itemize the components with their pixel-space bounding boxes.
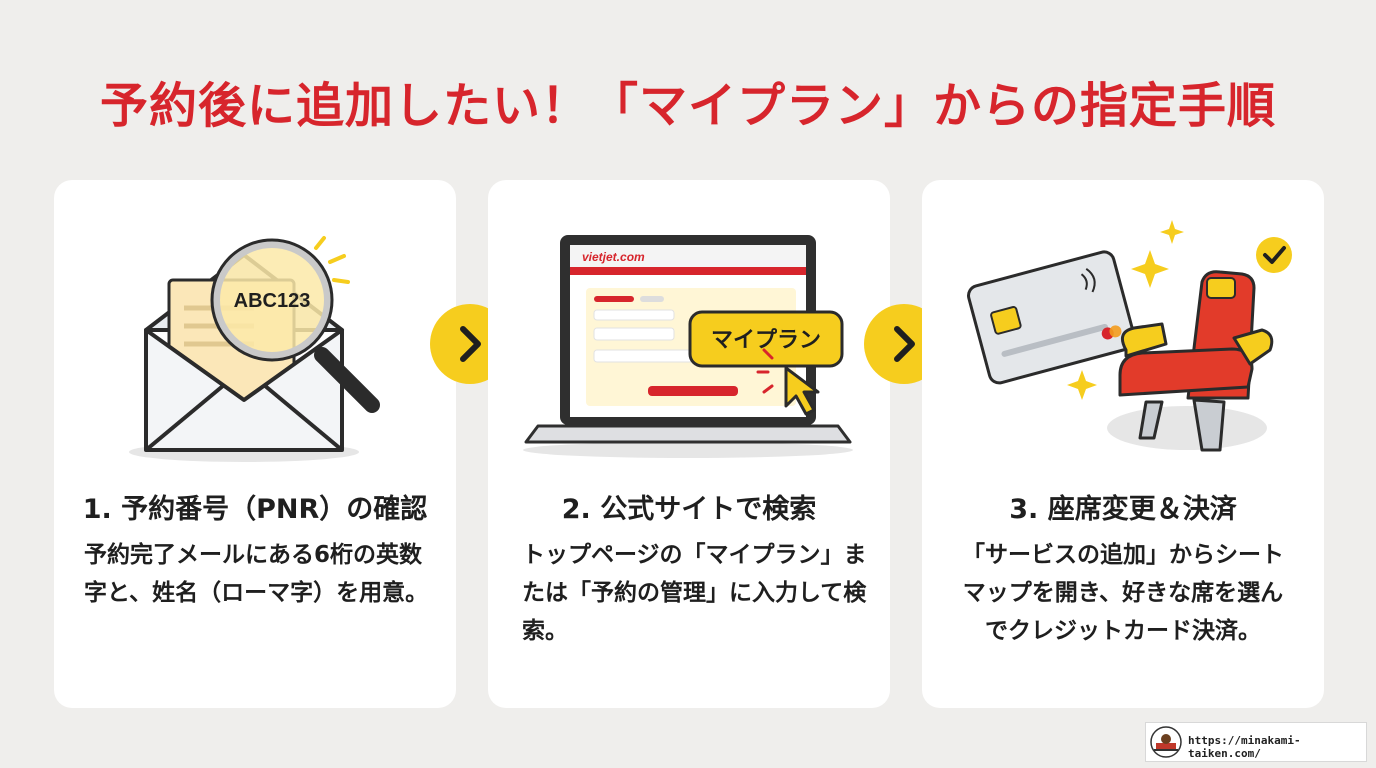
step-title: 1. 予約番号（PNR）の確認 [82, 494, 428, 525]
step-card-3: 3. 座席変更＆決済 「サービスの追加」からシートマップを開き、好きな席を選んで… [922, 180, 1324, 708]
credit-card-seat-icon [967, 220, 1292, 452]
page-title: 予約後に追加したい！「マイプラン」からの指定手順 [99, 78, 1276, 134]
avatar-icon [1150, 726, 1182, 758]
step-description: 予約完了メールにある6桁の英数字と、姓名（ローマ字）を用意。 [84, 542, 429, 606]
step-description: トップページの「マイプラン」または「予約の管理」に入力して検索。 [522, 542, 867, 644]
laptop-icon: vietjet.com マイプラン [523, 235, 853, 458]
envelope-magnifier-icon: ABC123 [129, 236, 380, 462]
site-logo: vietjet.com [582, 250, 645, 264]
step-title: 3. 座席変更＆決済 [1009, 494, 1237, 525]
site-credit-badge[interactable]: https://minakami-taiken.com/ [1145, 722, 1367, 762]
site-url-link[interactable]: https://minakami-taiken.com/ [1188, 734, 1301, 760]
step-card-1: ABC123 1. 予約番号（PNR）の確認 予約完了メールにある6桁の英数字と… [54, 180, 456, 708]
step-title: 2. 公式サイトで検索 [561, 494, 817, 525]
step-description: 「サービスの追加」からシートマップを開き、好きな席を選んでクレジットカード決済。 [962, 542, 1284, 644]
pnr-code: ABC123 [234, 290, 311, 312]
step-card-2: vietjet.com マイプラン 2. 公式サイトで検索 トップページの「マイ… [488, 180, 890, 708]
myplan-button-label: マイプラン [711, 328, 821, 353]
